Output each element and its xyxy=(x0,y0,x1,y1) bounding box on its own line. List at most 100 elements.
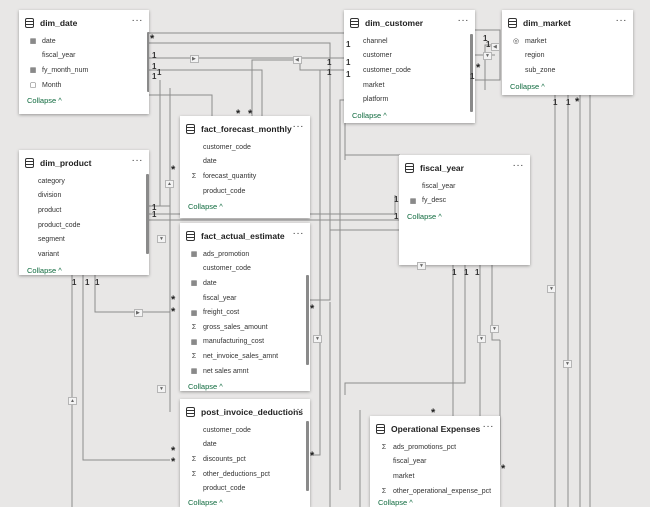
field-row[interactable]: product_code xyxy=(180,481,310,496)
relationship-line[interactable] xyxy=(83,275,170,460)
field-row[interactable]: segment xyxy=(19,232,149,247)
field-row[interactable]: ▦fy_desc xyxy=(399,194,530,209)
more-options-button[interactable]: ··· xyxy=(293,404,305,415)
relationship-line[interactable] xyxy=(310,70,320,455)
field-row[interactable]: customer_code xyxy=(180,423,310,438)
collapse-button[interactable]: Collapse ^ xyxy=(27,96,62,105)
relationship-line[interactable] xyxy=(345,265,465,395)
relationship-line[interactable] xyxy=(149,43,330,70)
field-row[interactable]: ▦date xyxy=(19,34,149,49)
relationship-line[interactable] xyxy=(149,95,212,118)
field-row[interactable]: product xyxy=(19,203,149,218)
table-card-fact_forecast_monthly[interactable]: fact_forecast_monthly···customer_codedat… xyxy=(180,116,310,218)
field-row[interactable]: fiscal_year xyxy=(19,49,149,64)
relationship-line[interactable] xyxy=(340,100,345,490)
more-options-button[interactable]: ··· xyxy=(483,421,495,432)
field-row[interactable]: market xyxy=(370,469,500,484)
field-row[interactable]: Σforecast_quantity xyxy=(180,169,310,184)
collapse-button[interactable]: Collapse ^ xyxy=(188,498,223,507)
field-row[interactable]: customer_code xyxy=(180,140,310,155)
cardinality-many: * xyxy=(171,296,175,304)
field-row[interactable]: ▦net sales amnt xyxy=(180,364,310,379)
field-row[interactable]: product_code xyxy=(180,184,310,199)
table-card-fiscal_year[interactable]: fiscal_year···fiscal_year▦fy_descCollaps… xyxy=(399,155,530,265)
filter-direction-arrow-icon: ▼ xyxy=(547,285,556,293)
filter-direction-arrow-icon: ▶ xyxy=(134,309,143,317)
table-card-dim_customer[interactable]: dim_customer···channelcustomercustomer_c… xyxy=(344,10,475,123)
table-card-post_invoice_deductions[interactable]: post_invoice_deductions···customer_coded… xyxy=(180,399,310,507)
field-row[interactable]: customer_code xyxy=(180,262,310,277)
table-title: fact_forecast_monthly xyxy=(201,124,292,134)
table-header[interactable]: dim_market··· xyxy=(502,12,633,34)
scrollbar[interactable] xyxy=(306,275,309,365)
field-row[interactable]: platform xyxy=(344,92,475,107)
collapse-label: Collapse xyxy=(27,266,56,275)
collapse-button[interactable]: Collapse ^ xyxy=(188,202,223,211)
field-row[interactable]: Σgross_sales_amount xyxy=(180,320,310,335)
field-row[interactable]: market xyxy=(344,78,475,93)
collapse-button[interactable]: Collapse ^ xyxy=(188,382,223,391)
collapse-button[interactable]: Collapse ^ xyxy=(352,111,387,120)
scrollbar[interactable] xyxy=(306,421,309,491)
field-row[interactable]: ▦manufacturing_cost xyxy=(180,335,310,350)
field-row[interactable]: region xyxy=(502,49,633,64)
field-row[interactable]: division xyxy=(19,189,149,204)
more-options-button[interactable]: ··· xyxy=(132,15,144,26)
relationship-line[interactable] xyxy=(95,275,170,312)
calendar-icon: ▦ xyxy=(188,338,200,346)
field-row[interactable]: Σdiscounts_pct xyxy=(180,452,310,467)
field-row[interactable]: date xyxy=(180,438,310,453)
field-row[interactable]: sub_zone xyxy=(502,63,633,78)
scrollbar[interactable] xyxy=(147,32,149,92)
filter-direction-arrow-icon: ▶ xyxy=(190,55,199,63)
field-row[interactable]: customer xyxy=(344,49,475,64)
more-options-button[interactable]: ··· xyxy=(293,228,305,239)
field-row[interactable]: customer_code xyxy=(344,63,475,78)
table-card-fact_actual_estimate[interactable]: fact_actual_estimate···▦ads_promotioncus… xyxy=(180,223,310,391)
field-row[interactable]: channel xyxy=(344,34,475,49)
field-row[interactable]: ▦freight_cost xyxy=(180,305,310,320)
table-card-dim_product[interactable]: dim_product···categorydivisionproductpro… xyxy=(19,150,149,275)
table-card-dim_market[interactable]: dim_market···◎marketregionsub_zoneCollap… xyxy=(502,10,633,95)
more-options-button[interactable]: ··· xyxy=(293,121,305,132)
field-row[interactable]: ▢Month xyxy=(19,78,149,93)
field-row[interactable]: category xyxy=(19,174,149,189)
collapse-button[interactable]: Collapse ^ xyxy=(27,266,62,275)
table-header[interactable]: dim_date··· xyxy=(19,12,149,34)
table-header[interactable]: Operational Expenses··· xyxy=(370,418,500,440)
more-options-button[interactable]: ··· xyxy=(458,15,470,26)
table-card-dim_date[interactable]: dim_date···▦datefiscal_year▦fy_month_num… xyxy=(19,10,149,114)
table-header[interactable]: fiscal_year··· xyxy=(399,157,530,179)
field-label: discounts_pct xyxy=(203,456,246,463)
field-row[interactable]: Σother_deductions_pct xyxy=(180,467,310,482)
field-row[interactable]: product_code xyxy=(19,218,149,233)
collapse-button[interactable]: Collapse ^ xyxy=(407,212,442,221)
field-row[interactable]: variant xyxy=(19,247,149,262)
collapse-button[interactable]: Collapse ^ xyxy=(378,498,413,507)
more-options-button[interactable]: ··· xyxy=(132,155,144,166)
field-row[interactable]: fiscal_year xyxy=(399,179,530,194)
field-label: variant xyxy=(38,251,59,258)
field-row[interactable]: ▦ads_promotion xyxy=(180,247,310,262)
table-header[interactable]: fact_actual_estimate··· xyxy=(180,225,310,247)
collapse-button[interactable]: Collapse ^ xyxy=(510,82,545,91)
field-row[interactable]: Σother_operational_expense_pct xyxy=(370,484,500,499)
table-card-operational_expenses[interactable]: Operational Expenses···Σads_promotions_p… xyxy=(370,416,500,507)
field-row[interactable]: ▦date xyxy=(180,276,310,291)
more-options-button[interactable]: ··· xyxy=(513,160,525,171)
field-row[interactable]: date xyxy=(180,155,310,170)
scrollbar[interactable] xyxy=(146,174,149,254)
field-row[interactable]: ▦fy_month_num xyxy=(19,63,149,78)
more-options-button[interactable]: ··· xyxy=(616,15,628,26)
field-row[interactable]: fiscal_year xyxy=(370,455,500,470)
table-header[interactable]: dim_product··· xyxy=(19,152,149,174)
table-header[interactable]: dim_customer··· xyxy=(344,12,475,34)
field-row[interactable]: Σnet_invoice_sales_amnt xyxy=(180,349,310,364)
table-header[interactable]: post_invoice_deductions··· xyxy=(180,401,310,423)
relationship-line[interactable] xyxy=(149,70,262,118)
field-row[interactable]: fiscal_year xyxy=(180,291,310,306)
field-row[interactable]: ◎market xyxy=(502,34,633,49)
table-header[interactable]: fact_forecast_monthly··· xyxy=(180,118,310,140)
field-row[interactable]: Σads_promotions_pct xyxy=(370,440,500,455)
